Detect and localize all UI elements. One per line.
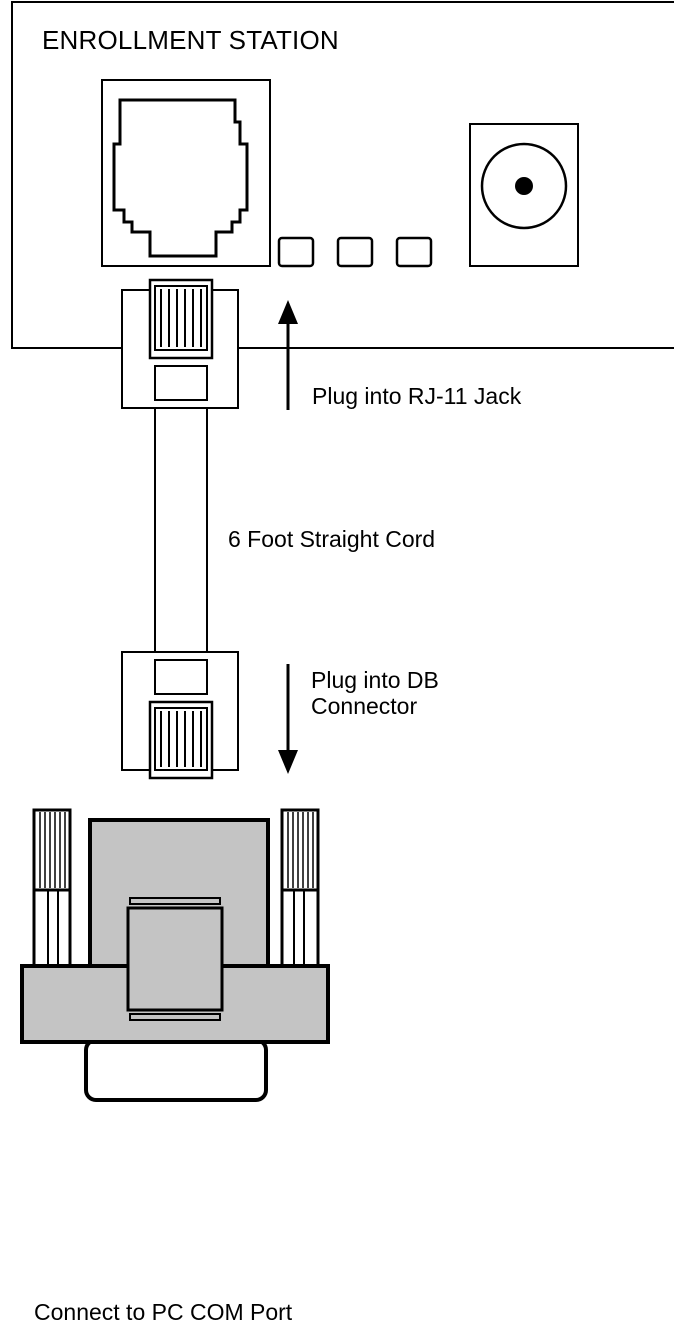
power-jack [469, 123, 579, 267]
indicator-led-3 [395, 236, 433, 268]
indicator-led-2 [336, 236, 374, 268]
indicator-led-1 [277, 236, 315, 268]
db-connector-label-line2: Connector [311, 693, 418, 719]
com-port-label: Connect to PC COM Port [34, 1299, 293, 1325]
rj11-plug-bottom [121, 651, 239, 780]
rj11-jack [101, 79, 271, 267]
arrow-up-icon [278, 300, 298, 410]
db9-connector [20, 808, 330, 1102]
arrow-down-icon [278, 664, 298, 774]
cord-label: 6 Foot Straight Cord [228, 526, 436, 552]
station-title: ENROLLMENT STATION [42, 25, 339, 55]
rj11-jack-label: Plug into RJ-11 Jack [312, 383, 522, 409]
rj11-plug-top [121, 278, 239, 409]
db-connector-label-line1: Plug into DB [311, 667, 439, 693]
straight-cord [154, 407, 208, 659]
